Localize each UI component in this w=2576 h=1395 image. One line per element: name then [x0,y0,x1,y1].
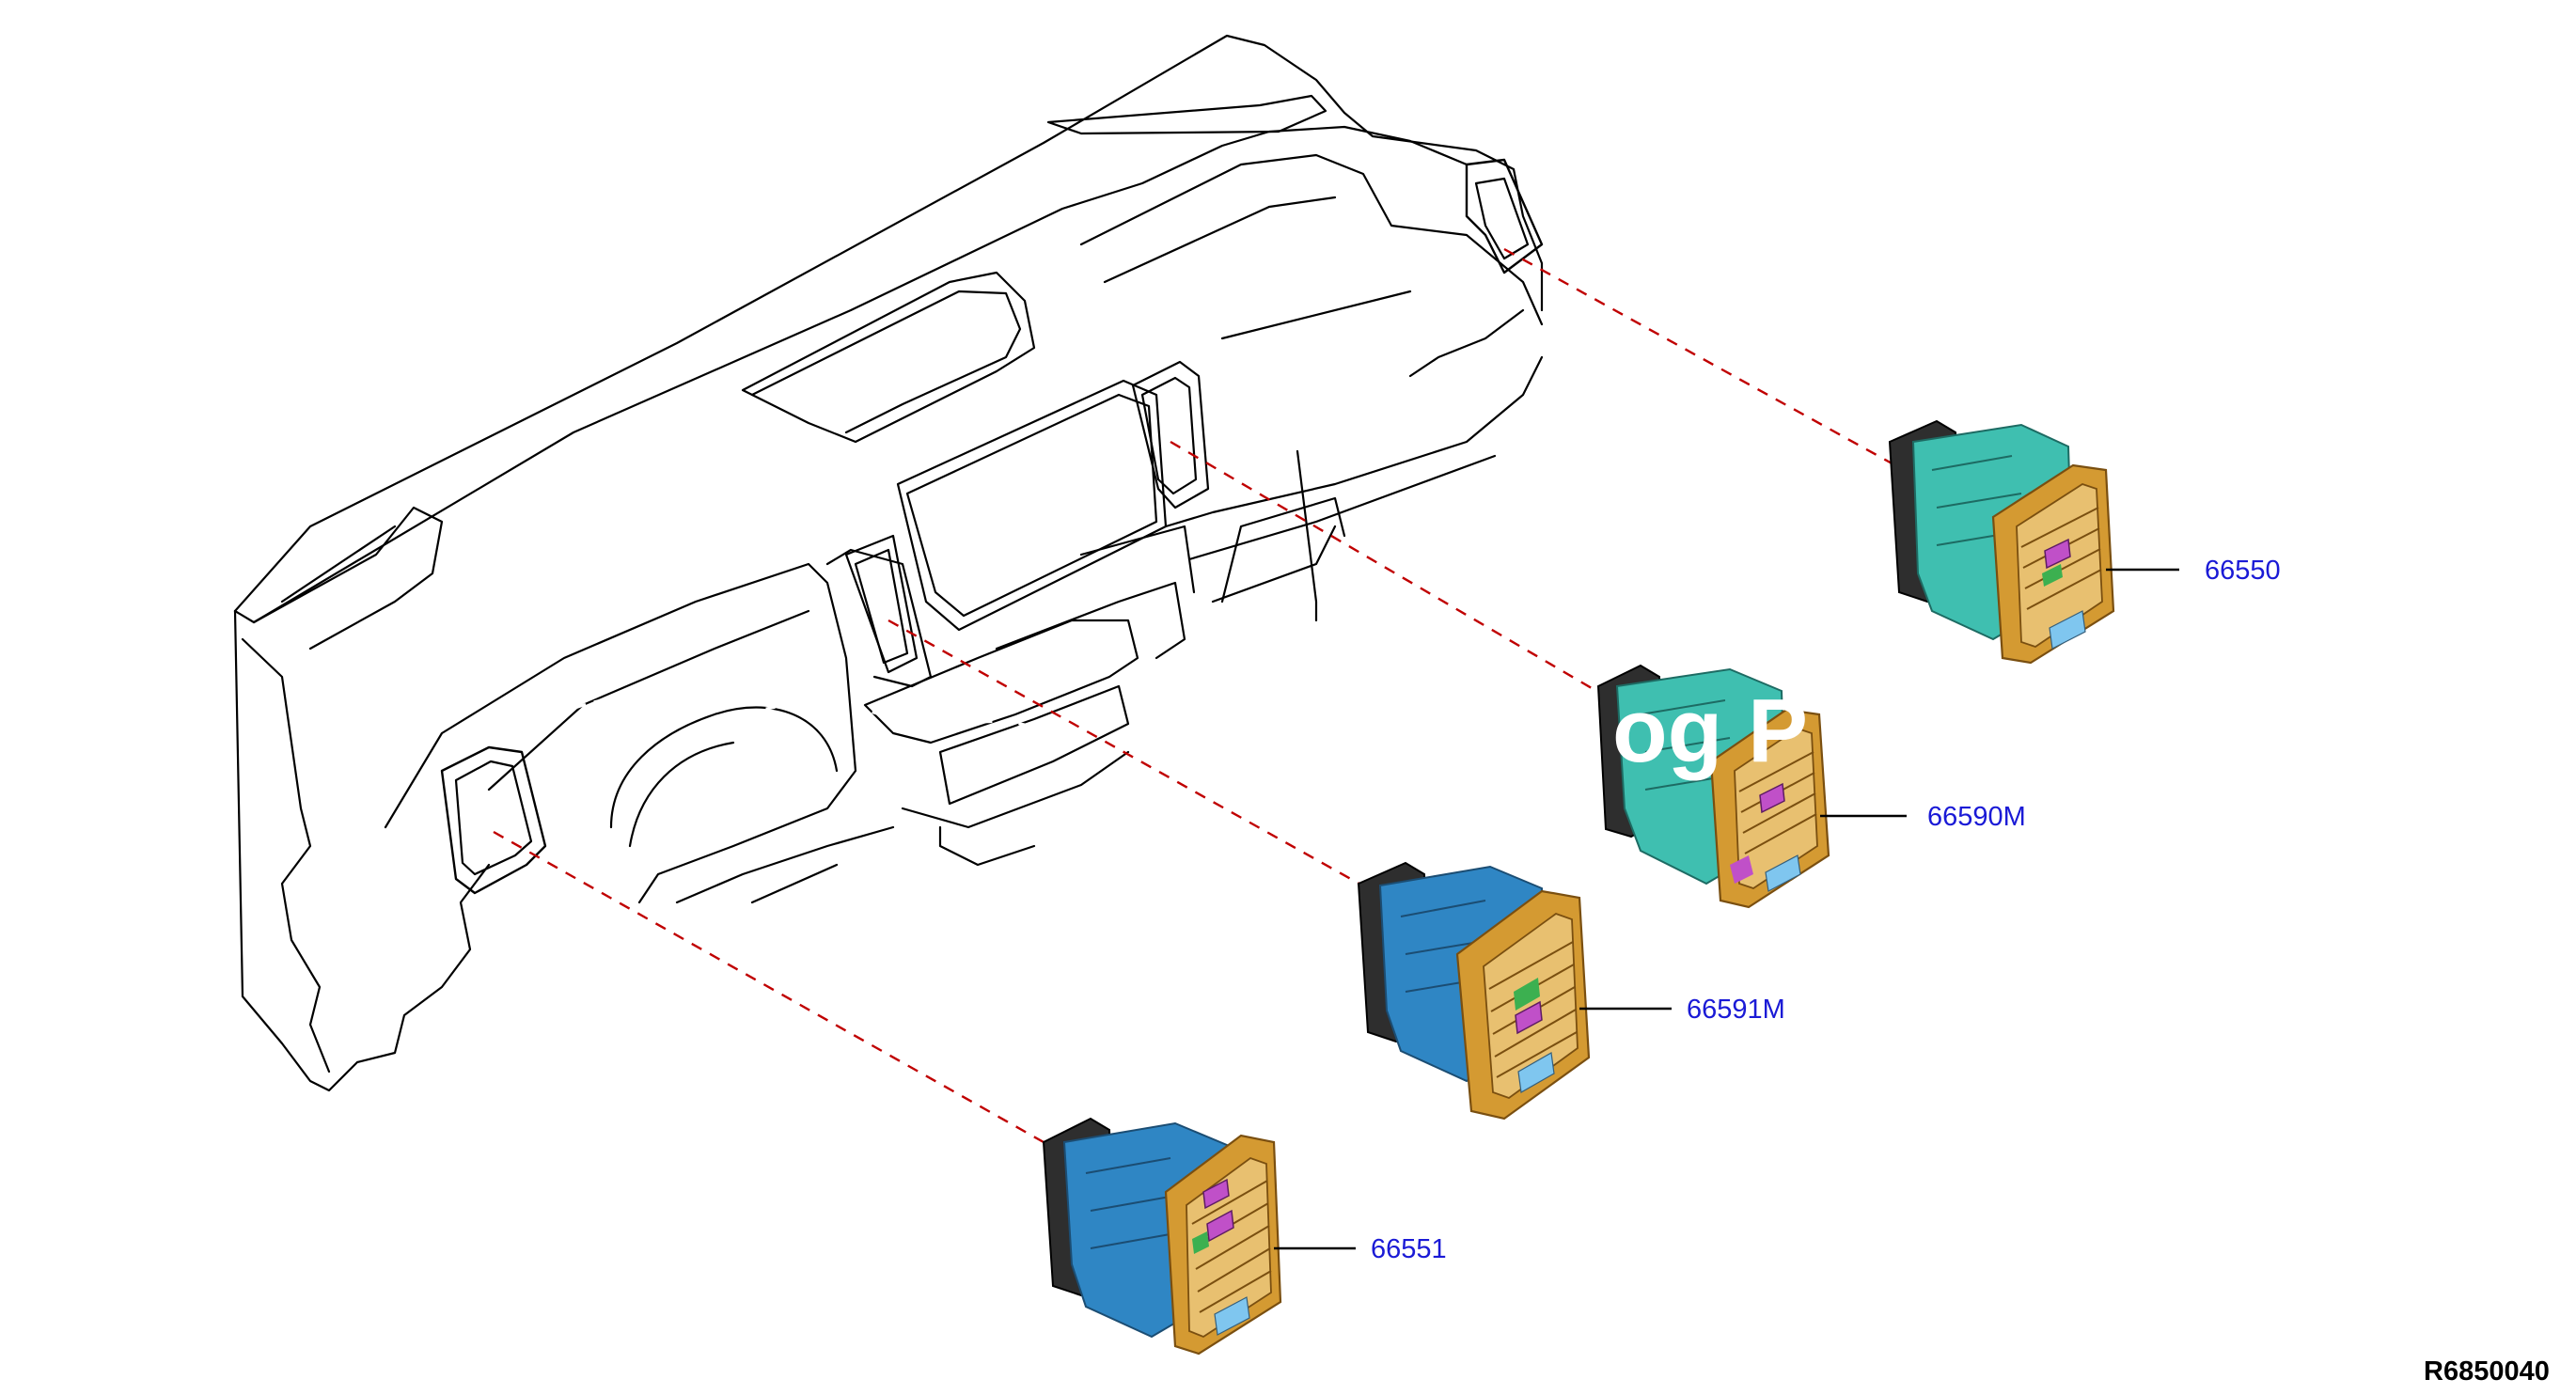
figure-reference: R6850040 [2424,1356,2550,1387]
leader-line-66590M [1170,440,1609,699]
part-number-66590M: 66590M [1927,802,2026,832]
leader-line-66591M [887,619,1374,893]
leader-line-66551 [493,830,1045,1144]
instrument-panel-drawing [233,34,1544,1092]
vent-assembly-66550 [1888,419,2115,665]
watermark-text: og P [1612,681,1808,781]
part-number-66551: 66551 [1371,1234,1447,1264]
leader-line-66550 [1503,247,1905,472]
part-number-66550: 66550 [2205,556,2281,586]
cluster-gauge-outline [544,694,1073,745]
part-number-66591M: 66591M [1687,995,1785,1025]
vent-assembly-66590M [1596,664,1830,909]
vent-assembly-66591M [1357,861,1591,1121]
leader-lines [493,247,1905,1144]
vent-assembly-66551 [1042,1117,1282,1356]
